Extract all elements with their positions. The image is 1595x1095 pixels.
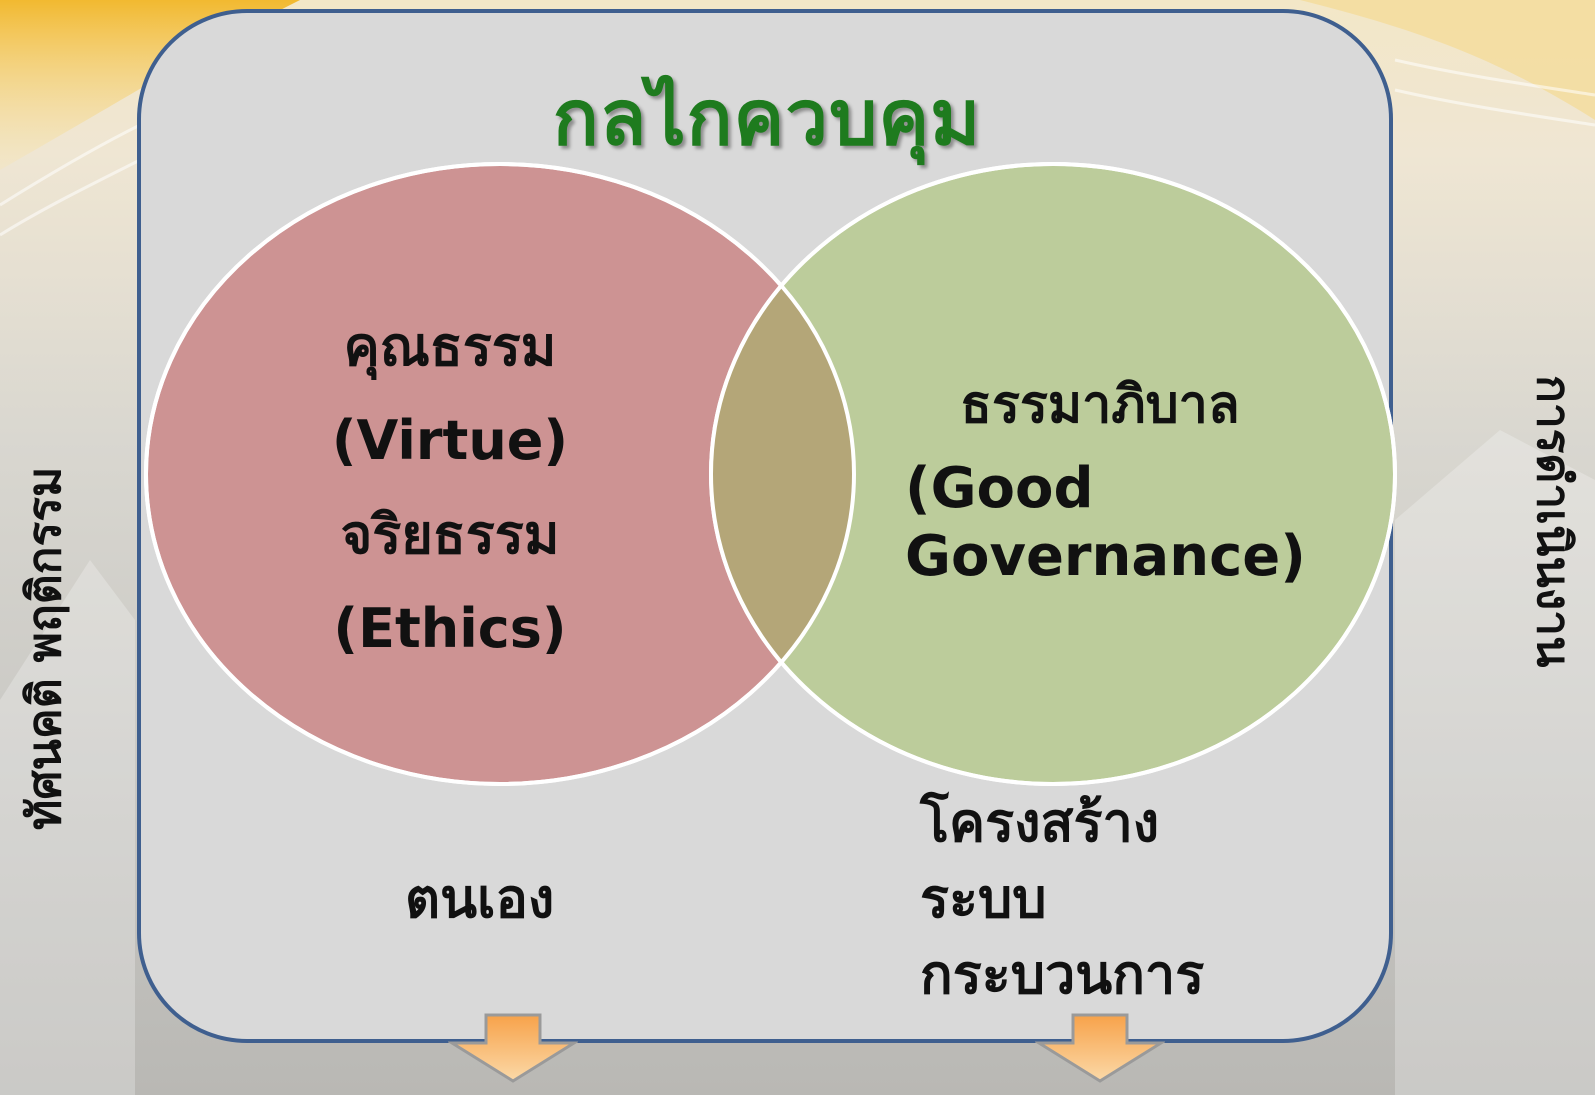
structure-list: โครงสร้าง ระบบ กระบวนการ	[920, 785, 1204, 1013]
down-arrow-icon	[448, 1013, 578, 1083]
governance-en: (Good Governance)	[905, 456, 1306, 589]
side-label-left: ทัศนคติ พฤติกรรม	[17, 466, 71, 830]
ethics-thai: จริยธรรม	[340, 503, 560, 566]
governance-thai: ธรรมาภิบาล	[960, 375, 1240, 435]
virtue-thai: คุณธรรม	[343, 315, 557, 378]
down-arrow-icon	[1035, 1013, 1165, 1083]
page-title: กลไกควบคุม	[552, 73, 982, 162]
virtue-ethics-label: คุณธรรม (Virtue) จริยธรรม (Ethics)	[280, 300, 620, 676]
system-item: ระบบ	[920, 867, 1047, 930]
process-item: กระบวนการ	[920, 943, 1205, 1006]
structure-item: โครงสร้าง	[920, 791, 1160, 854]
self-label: ตนเอง	[405, 867, 555, 930]
virtue-en: (Virtue)	[331, 409, 569, 472]
side-label-right: การดำเนินงาน	[1527, 375, 1581, 668]
ethics-en: (Ethics)	[333, 597, 567, 660]
